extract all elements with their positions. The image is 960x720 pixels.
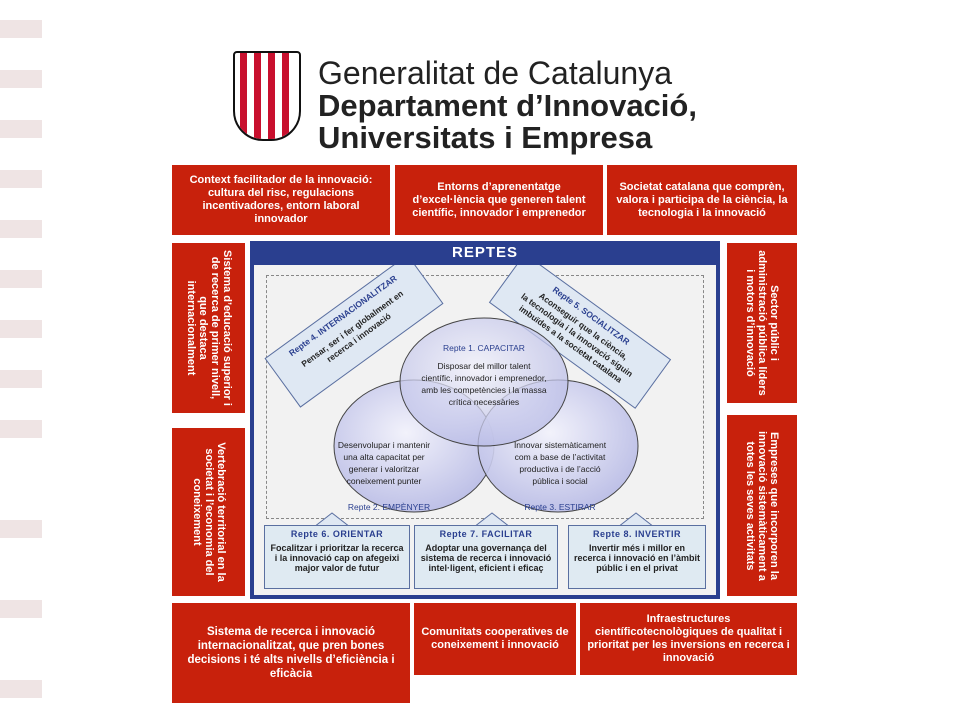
panel-body: Repte 4. INTERNACIONALITZAR Pensar, ser … <box>254 265 716 595</box>
top-box-societat: Societat catalana que comprèn, valora i … <box>607 165 797 235</box>
repte3-text-4: pública i social <box>532 476 587 486</box>
repte7-box: Repte 7. FACILITAR Adoptar una governanç… <box>414 525 558 589</box>
repte8-title: Repte 8. INVERTIR <box>592 529 681 539</box>
bottom-box-sistema-recerca: Sistema de recerca i innovació internaci… <box>172 603 410 703</box>
repte8-box: Repte 8. INVERTIR Invertir més i millor … <box>568 525 706 589</box>
reptes-panel: REPTES Repte 4. INTERNACIONALITZAR Pensa… <box>250 241 720 599</box>
repte1-text-2: científic, innovador i emprenedor, <box>421 373 546 383</box>
bottom-box-comunitats: Comunitats cooperatives de coneixement i… <box>414 603 576 675</box>
repte7-text: Adoptar una governança del sistema de re… <box>420 543 552 573</box>
panel-title: REPTES <box>451 244 518 261</box>
senyera-shield-icon <box>233 51 301 141</box>
right-box-sector-public: Sector públic i administració pública lí… <box>727 243 797 403</box>
right-box-empreses-text: Empreses que incorporen la innovació sis… <box>744 430 780 581</box>
repte3-title: Repte 3. ESTIRAR <box>524 502 595 512</box>
right-box-sector-public-text: Sector públic i administració pública lí… <box>744 250 780 396</box>
right-box-empreses: Empreses que incorporen la innovació sis… <box>727 415 797 596</box>
header-title-line2: Departament d’Innovació, <box>318 88 697 123</box>
repte1-text-3: amb les competències i la massa <box>421 385 546 395</box>
repte2-text-4: coneixement punter <box>347 476 422 486</box>
left-box-vertebracio-text: Vertebració territorial en la societat i… <box>190 442 227 582</box>
repte1-text-4: crítica necessàries <box>449 397 519 407</box>
venn-diagram: Repte 4. INTERNACIONALITZAR Pensar, ser … <box>264 265 672 538</box>
top-box-context: Context facilitador de la innovació: cul… <box>172 165 390 235</box>
left-box-educacio: Sistema d’educació superior i de recerca… <box>172 243 245 413</box>
repte2-text-3: generar i valoritzar <box>349 464 420 474</box>
bottom-box-infraestructures: Infraestructures científicotecnològiques… <box>580 603 797 675</box>
repte6-text: Focalitzar i prioritzar la recerca i la … <box>270 543 404 573</box>
repte2-text-2: una alta capacitat per <box>343 452 424 462</box>
repte1-title: Repte 1. CAPACITAR <box>443 343 525 353</box>
repte8-text: Invertir més i millor en recerca i innov… <box>573 543 701 573</box>
repte6-box: Repte 6. ORIENTAR Focalitzar i prioritza… <box>264 525 410 589</box>
top-box-entorns: Entorns d’aprenentatge d’excel·lència qu… <box>395 165 603 235</box>
repte3-text-1: Innovar sistemàticament <box>514 440 607 450</box>
left-box-educacio-text: Sistema d’educació superior i de recerca… <box>184 250 233 406</box>
repte3-text-3: productiva i de l’acció <box>519 464 601 474</box>
repte1-text-1: Disposar del millor talent <box>437 361 531 371</box>
repte2-title: Repte 2. EMPÈNYER <box>348 502 430 512</box>
repte7-title: Repte 7. FACILITAR <box>439 529 533 539</box>
circle-repte1 <box>399 317 569 447</box>
repte2-text-1: Desenvolupar i mantenir <box>338 440 430 450</box>
repte6-title: Repte 6. ORIENTAR <box>290 529 384 539</box>
left-box-vertebracio: Vertebració territorial en la societat i… <box>172 428 245 596</box>
repte3-text-2: com a base de l’activitat <box>515 452 606 462</box>
header-title-line3: Universitats i Empresa <box>318 120 653 155</box>
header-title-line1: Generalitat de Catalunya <box>318 55 672 91</box>
watermark-strip <box>0 0 60 720</box>
